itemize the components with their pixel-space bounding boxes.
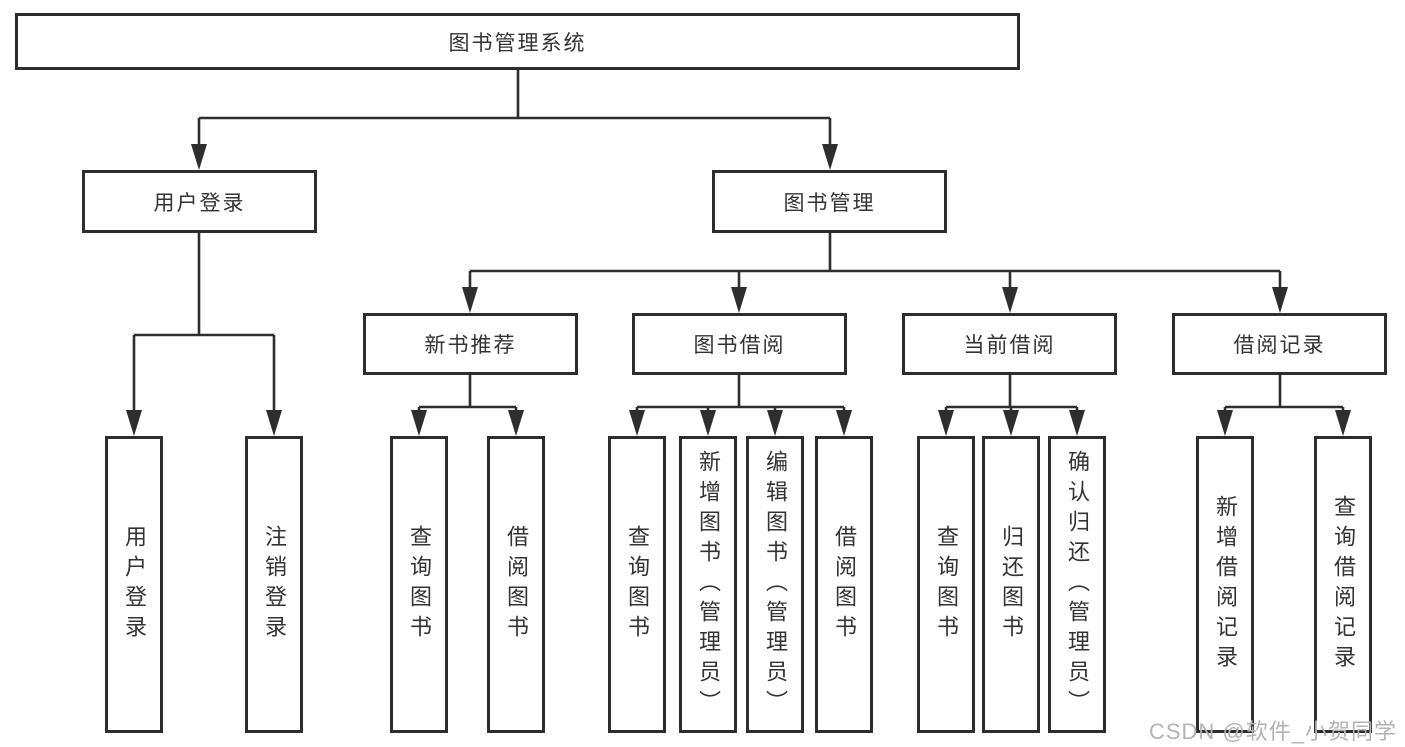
node-book-borrowing: 图书借阅 — [632, 313, 847, 375]
leaf-borrow-borrow-books: 借阅图书 — [815, 436, 873, 733]
node-new-book-recommend: 新书推荐 — [363, 313, 578, 375]
node-library-system: 图书管理系统 — [15, 13, 1020, 70]
leaf-logout: 注销登录 — [245, 436, 303, 733]
leaf-borrow-edit-books-admin: 编辑图书（管理员） — [746, 436, 804, 733]
arrowheads — [126, 144, 1351, 436]
leaf-current-return-books: 归还图书 — [982, 436, 1040, 733]
leaf-newbook-borrow-books: 借阅图书 — [487, 436, 545, 733]
leaf-newbook-query-books: 查询图书 — [390, 436, 448, 733]
leaf-borrow-add-books-admin: 新增图书（管理员） — [679, 436, 737, 733]
leaf-records-query-record: 查询借阅记录 — [1314, 436, 1372, 733]
leaf-current-query-books: 查询图书 — [917, 436, 975, 733]
leaf-current-confirm-return-admin: 确认归还（管理员） — [1048, 436, 1106, 733]
node-book-management: 图书管理 — [712, 170, 947, 233]
node-user-login: 用户登录 — [82, 170, 317, 233]
csdn-watermark: CSDN @软件_小贺同学 — [1148, 719, 1397, 744]
leaf-borrow-query-books: 查询图书 — [608, 436, 666, 733]
leaf-user-login: 用户登录 — [105, 436, 163, 733]
node-borrowing-records: 借阅记录 — [1172, 313, 1387, 375]
leaf-records-add-record: 新增借阅记录 — [1196, 436, 1254, 733]
node-current-borrowing: 当前借阅 — [902, 313, 1117, 375]
